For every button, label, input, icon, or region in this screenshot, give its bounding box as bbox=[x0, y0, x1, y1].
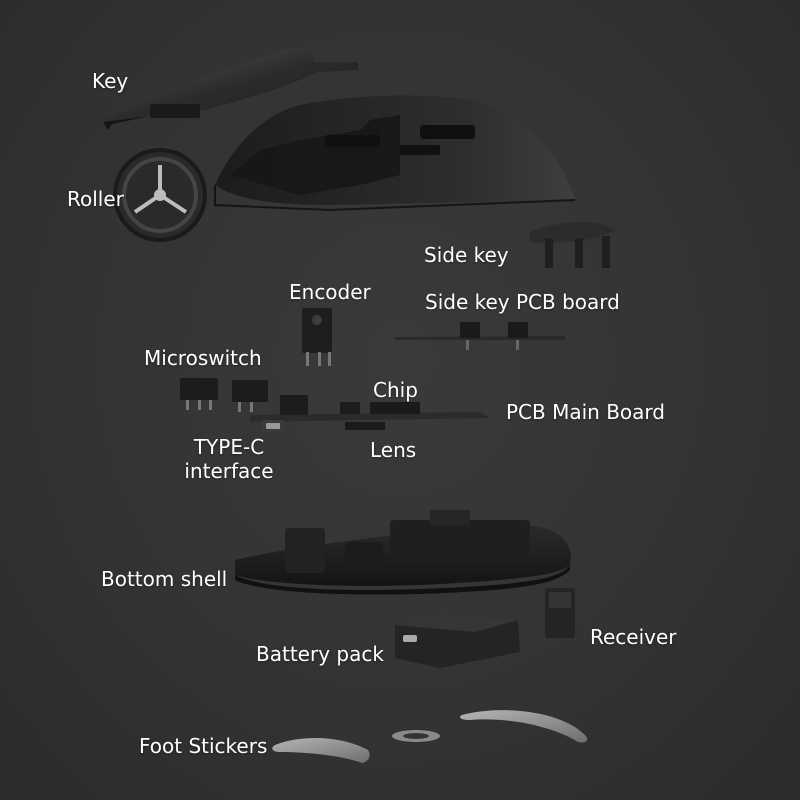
roller-part bbox=[113, 148, 207, 242]
label-pcb-main-board: PCB Main Board bbox=[506, 400, 665, 424]
label-chip: Chip bbox=[373, 378, 418, 402]
label-foot-stickers: Foot Stickers bbox=[139, 734, 268, 758]
label-type-c-line2: interface bbox=[184, 459, 274, 483]
label-side-key: Side key bbox=[424, 243, 509, 267]
label-bottom-shell: Bottom shell bbox=[101, 567, 228, 591]
side-key-pcb-part bbox=[395, 322, 565, 350]
label-receiver: Receiver bbox=[590, 625, 677, 649]
key-part bbox=[103, 48, 358, 130]
foot-stickers-part bbox=[272, 710, 588, 763]
label-type-c-line1: TYPE-C bbox=[193, 435, 265, 459]
label-microswitch: Microswitch bbox=[144, 346, 262, 370]
label-roller: Roller bbox=[67, 187, 124, 211]
label-type-c-interface: TYPE-C interface bbox=[183, 435, 275, 483]
encoder-part bbox=[302, 308, 332, 366]
bottom-shell-part bbox=[235, 510, 571, 595]
label-key: Key bbox=[92, 69, 129, 93]
pcb-main-board-part bbox=[250, 395, 490, 432]
side-key-part bbox=[530, 221, 615, 268]
upper-shell-part bbox=[214, 95, 576, 212]
microswitch-part bbox=[180, 378, 268, 412]
label-side-key-pcb-board: Side key PCB board bbox=[425, 290, 620, 314]
battery-pack-part bbox=[395, 613, 520, 668]
label-encoder: Encoder bbox=[289, 280, 371, 304]
label-battery-pack: Battery pack bbox=[256, 642, 384, 666]
receiver-part bbox=[545, 588, 575, 638]
label-lens: Lens bbox=[370, 438, 417, 462]
